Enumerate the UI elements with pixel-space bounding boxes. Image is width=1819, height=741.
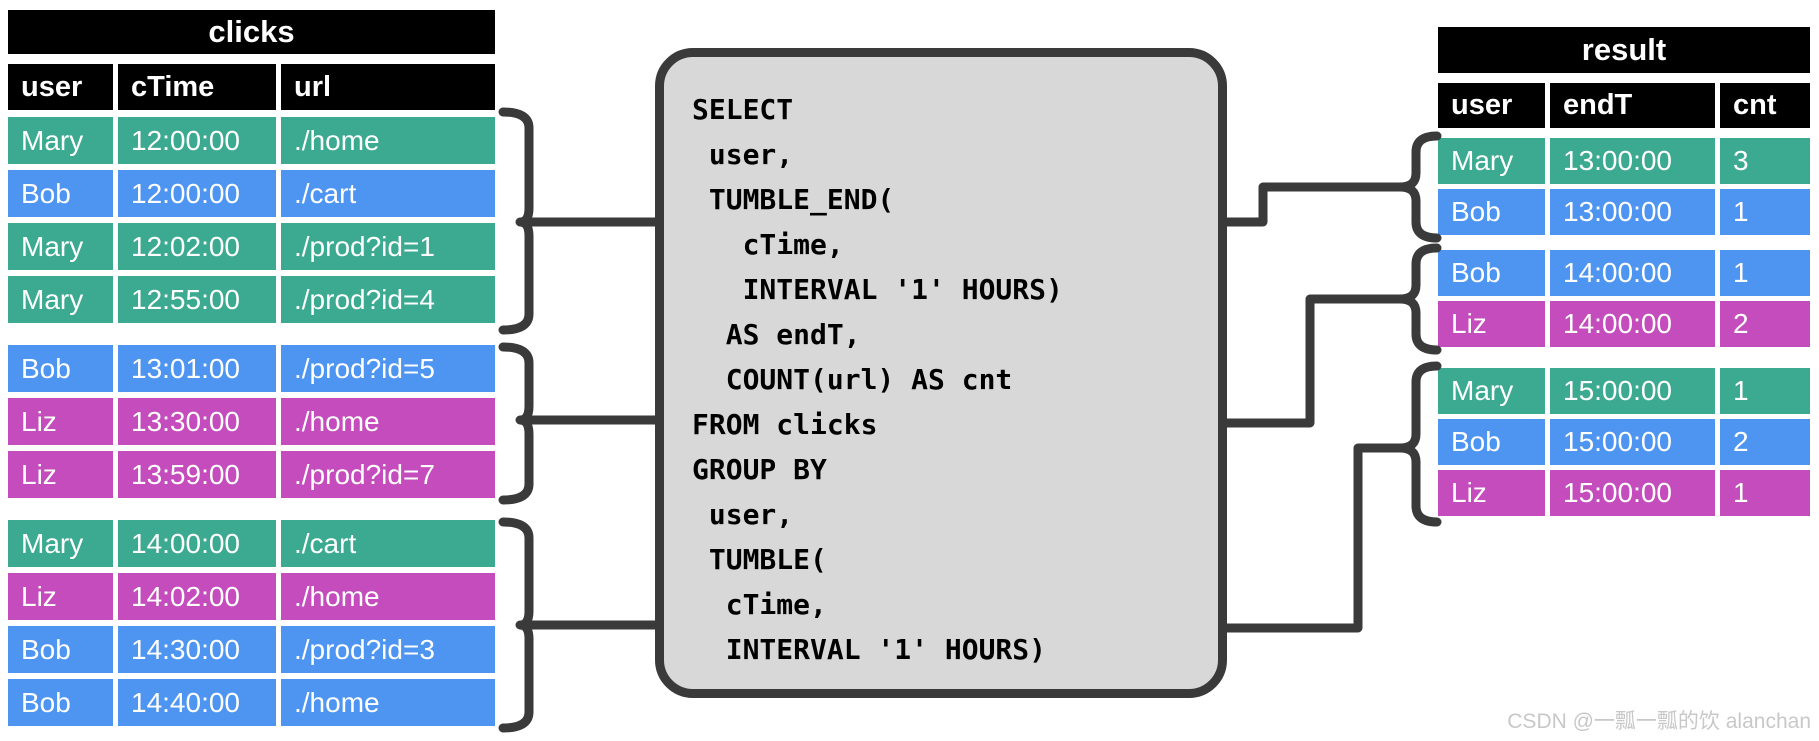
cell-url: ./prod?id=7 bbox=[281, 451, 495, 498]
cell-ctime: 14:00:00 bbox=[118, 520, 276, 567]
cell-url: ./home bbox=[281, 117, 495, 164]
result-col-user: user bbox=[1438, 83, 1545, 128]
cell-url: ./prod?id=4 bbox=[281, 276, 495, 323]
cell-endt: 13:00:00 bbox=[1550, 138, 1715, 184]
window2-right-brace bbox=[1395, 243, 1442, 355]
sql-query-text: SELECT user, TUMBLE_END( cTime, INTERVAL… bbox=[692, 93, 1063, 666]
window3-right-line bbox=[1217, 443, 1405, 633]
cell-ctime: 14:02:00 bbox=[118, 573, 276, 620]
cell-ctime: 12:00:00 bbox=[118, 117, 276, 164]
window1-right-brace bbox=[1395, 131, 1442, 243]
cell-cnt: 1 bbox=[1720, 470, 1810, 516]
cell-url: ./cart bbox=[281, 520, 495, 567]
clicks-col-url: url bbox=[281, 64, 495, 110]
cell-url: ./prod?id=1 bbox=[281, 223, 495, 270]
cell-user: Liz bbox=[1438, 470, 1545, 516]
cell-cnt: 1 bbox=[1720, 368, 1810, 414]
window2-right-line bbox=[1217, 294, 1405, 428]
cell-user: Mary bbox=[8, 276, 113, 323]
table-row: Mary 12:00:00 ./home bbox=[8, 117, 495, 164]
cell-cnt: 1 bbox=[1720, 250, 1810, 296]
table-row: Bob 13:00:00 1 bbox=[1438, 189, 1810, 235]
cell-user: Liz bbox=[8, 451, 113, 498]
table-row: Bob 14:00:00 1 bbox=[1438, 250, 1810, 296]
clicks-col-ctime: cTime bbox=[118, 64, 276, 110]
result-col-endt: endT bbox=[1550, 83, 1715, 128]
cell-user: Liz bbox=[8, 573, 113, 620]
cell-ctime: 12:00:00 bbox=[118, 170, 276, 217]
clicks-column-header: user cTime url bbox=[8, 64, 495, 110]
table-row: Liz 13:59:00 ./prod?id=7 bbox=[8, 451, 495, 498]
cell-user: Mary bbox=[1438, 368, 1545, 414]
cell-url: ./home bbox=[281, 398, 495, 445]
clicks-window3-rows: Mary 14:00:00 ./cart Liz 14:02:00 ./home… bbox=[8, 520, 495, 732]
cell-cnt: 3 bbox=[1720, 138, 1810, 184]
table-row: Bob 14:30:00 ./prod?id=3 bbox=[8, 626, 495, 673]
cell-user: Bob bbox=[8, 170, 113, 217]
table-row: Mary 15:00:00 1 bbox=[1438, 368, 1810, 414]
table-row: Liz 14:00:00 2 bbox=[1438, 301, 1810, 347]
result-column-header: user endT cnt bbox=[1438, 83, 1810, 128]
table-row: Liz 14:02:00 ./home bbox=[8, 573, 495, 620]
cell-ctime: 12:55:00 bbox=[118, 276, 276, 323]
cell-user: Liz bbox=[8, 398, 113, 445]
table-row: Mary 14:00:00 ./cart bbox=[8, 520, 495, 567]
cell-ctime: 12:02:00 bbox=[118, 223, 276, 270]
cell-endt: 13:00:00 bbox=[1550, 189, 1715, 235]
result-table-title: result bbox=[1438, 27, 1810, 73]
cell-user: Mary bbox=[8, 520, 113, 567]
table-row: Bob 12:00:00 ./cart bbox=[8, 170, 495, 217]
clicks-table-title: clicks bbox=[8, 10, 495, 54]
watermark-text: CSDN @一瓢一瓢的饮 alanchan bbox=[1507, 710, 1811, 733]
cell-url: ./home bbox=[281, 679, 495, 726]
cell-endt: 14:00:00 bbox=[1550, 301, 1715, 347]
window3-right-brace bbox=[1395, 361, 1442, 527]
cell-user: Bob bbox=[1438, 419, 1545, 465]
cell-ctime: 14:40:00 bbox=[118, 679, 276, 726]
cell-ctime: 13:01:00 bbox=[118, 345, 276, 392]
table-row: Bob 13:01:00 ./prod?id=5 bbox=[8, 345, 495, 392]
result-window1-rows: Mary 13:00:00 3 Bob 13:00:00 1 bbox=[1438, 138, 1810, 240]
table-row: Mary 13:00:00 3 bbox=[1438, 138, 1810, 184]
cell-cnt: 1 bbox=[1720, 189, 1810, 235]
clicks-col-user: user bbox=[8, 64, 113, 110]
table-row: Bob 14:40:00 ./home bbox=[8, 679, 495, 726]
cell-ctime: 13:30:00 bbox=[118, 398, 276, 445]
cell-user: Mary bbox=[8, 117, 113, 164]
table-row: Mary 12:02:00 ./prod?id=1 bbox=[8, 223, 495, 270]
cell-url: ./cart bbox=[281, 170, 495, 217]
result-window2-rows: Bob 14:00:00 1 Liz 14:00:00 2 bbox=[1438, 250, 1810, 352]
cell-user: Liz bbox=[1438, 301, 1545, 347]
cell-user: Bob bbox=[1438, 189, 1545, 235]
cell-url: ./home bbox=[281, 573, 495, 620]
cell-url: ./prod?id=3 bbox=[281, 626, 495, 673]
cell-endt: 14:00:00 bbox=[1550, 250, 1715, 296]
cell-user: Bob bbox=[8, 626, 113, 673]
cell-endt: 15:00:00 bbox=[1550, 368, 1715, 414]
cell-endt: 15:00:00 bbox=[1550, 470, 1715, 516]
result-window3-rows: Mary 15:00:00 1 Bob 15:00:00 2 Liz 15:00… bbox=[1438, 368, 1810, 521]
cell-ctime: 14:30:00 bbox=[118, 626, 276, 673]
cell-endt: 15:00:00 bbox=[1550, 419, 1715, 465]
cell-cnt: 2 bbox=[1720, 301, 1810, 347]
table-row: Bob 15:00:00 2 bbox=[1438, 419, 1810, 465]
cell-url: ./prod?id=5 bbox=[281, 345, 495, 392]
table-row: Mary 12:55:00 ./prod?id=4 bbox=[8, 276, 495, 323]
result-col-cnt: cnt bbox=[1720, 83, 1810, 128]
sql-query-box: SELECT user, TUMBLE_END( cTime, INTERVAL… bbox=[655, 48, 1227, 698]
table-row: Liz 13:30:00 ./home bbox=[8, 398, 495, 445]
clicks-window2-rows: Bob 13:01:00 ./prod?id=5 Liz 13:30:00 ./… bbox=[8, 345, 495, 504]
cell-user: Bob bbox=[8, 679, 113, 726]
cell-user: Bob bbox=[1438, 250, 1545, 296]
cell-cnt: 2 bbox=[1720, 419, 1810, 465]
cell-user: Bob bbox=[8, 345, 113, 392]
clicks-window1-rows: Mary 12:00:00 ./home Bob 12:00:00 ./cart… bbox=[8, 117, 495, 329]
cell-ctime: 13:59:00 bbox=[118, 451, 276, 498]
cell-user: Mary bbox=[1438, 138, 1545, 184]
cell-user: Mary bbox=[8, 223, 113, 270]
window1-right-line bbox=[1217, 182, 1405, 227]
table-row: Liz 15:00:00 1 bbox=[1438, 470, 1810, 516]
